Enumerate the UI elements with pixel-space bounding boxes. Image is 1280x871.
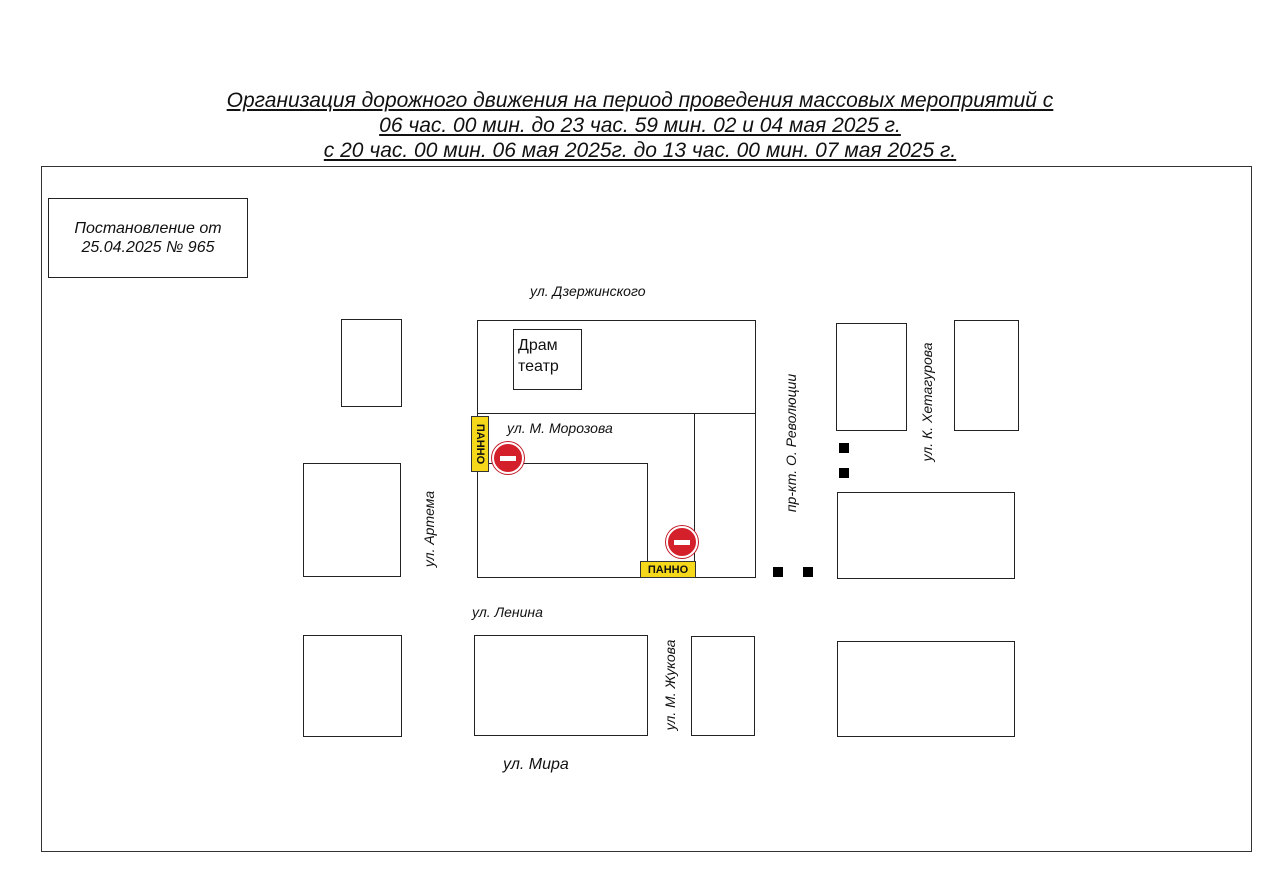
building-block [694, 413, 756, 578]
street-label-revolyutsii: пр-кт. О. Революции [783, 373, 799, 513]
building-block [341, 319, 402, 407]
street-label-morozova: ул. М. Морозова [507, 420, 613, 436]
street-label-dzerzhinskogo: ул. Дзержинского [530, 283, 646, 299]
no-entry-sign-icon [666, 526, 698, 558]
building-block [954, 320, 1019, 431]
street-label-zhukova: ул. М. Жукова [662, 639, 678, 731]
street-label-artema: ул. Артема [421, 490, 437, 568]
title-line-1: Организация дорожного движения на период… [226, 89, 1054, 112]
building-block [303, 635, 402, 737]
title-line-3: с 20 час. 00 мин. 06 мая 2025г. до 13 ча… [323, 139, 957, 162]
document-reference-line-2: 25.04.2025 № 965 [81, 239, 215, 256]
document-reference-line-1: Постановление от [74, 220, 222, 237]
building-block [474, 635, 648, 736]
theater-label-line-1: Драм [518, 337, 558, 354]
map-frame [41, 166, 1252, 852]
map-title: Организация дорожного движения на период… [0, 88, 1280, 163]
barrier-marker [773, 567, 783, 577]
building-block [303, 463, 401, 577]
title-line-2: 06 час. 00 мин. до 23 час. 59 мин. 02 и … [379, 114, 901, 137]
street-label-mira: ул. Мира [503, 756, 569, 773]
panno-panel: ПАННО [471, 416, 489, 472]
building-block [837, 492, 1015, 579]
building-block [477, 463, 648, 578]
document-reference-box: Постановление от 25.04.2025 № 965 [48, 198, 248, 278]
street-label-khetagurova: ул. К. Хетагурова [919, 342, 935, 462]
theater-label-line-2: театр [518, 358, 559, 375]
no-entry-sign-icon [492, 442, 524, 474]
panno-panel-label: ПАННО [647, 563, 689, 576]
barrier-marker [839, 468, 849, 478]
building-block [837, 641, 1015, 737]
drama-theater-label: Драм театр [518, 335, 559, 377]
panno-panel: ПАННО [640, 561, 696, 578]
barrier-marker [839, 443, 849, 453]
building-block [691, 636, 755, 736]
street-label-lenina: ул. Ленина [472, 604, 543, 620]
barrier-marker [803, 567, 813, 577]
building-block [836, 323, 907, 431]
panno-panel-label: ПАННО [474, 423, 487, 465]
drama-theater-building [513, 329, 582, 390]
